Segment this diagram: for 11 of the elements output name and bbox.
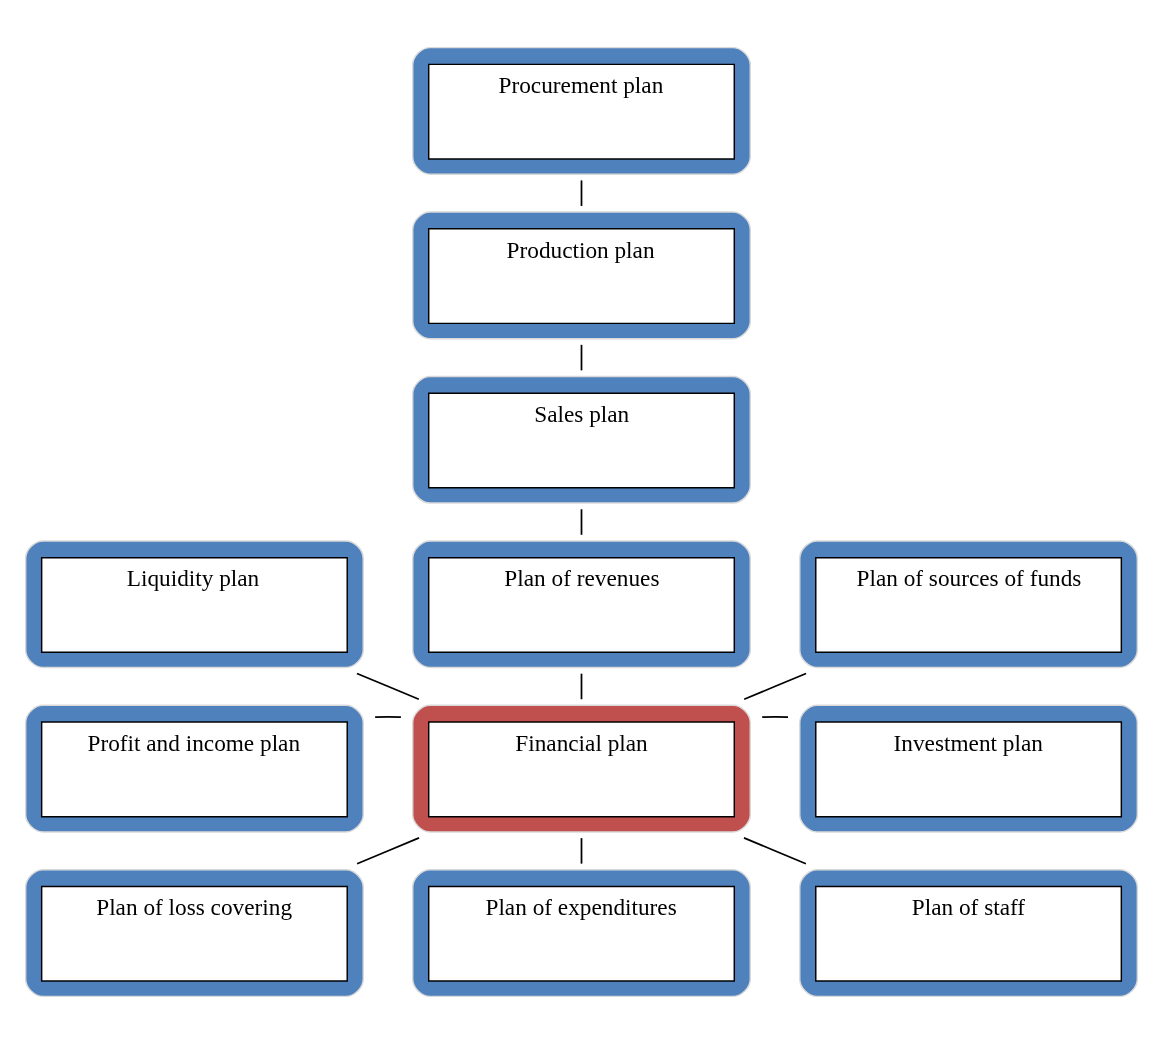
connector (580, 179, 583, 207)
connector (743, 672, 807, 700)
connector (356, 672, 420, 700)
connector (374, 715, 402, 718)
connector (761, 715, 789, 718)
connector (580, 343, 583, 371)
connector (743, 836, 807, 865)
connector (580, 672, 583, 700)
connector (356, 836, 420, 865)
connector (580, 507, 583, 536)
connector (580, 836, 583, 865)
